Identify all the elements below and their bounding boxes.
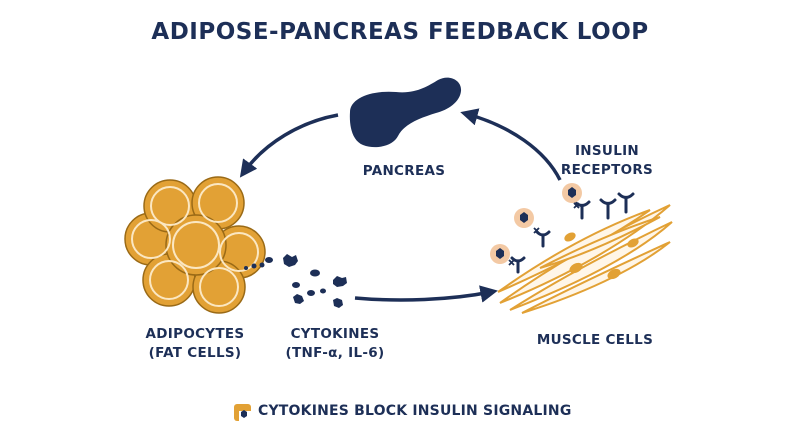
blocked-cytokine-markers-icon [490,183,582,266]
insulin-receptors-icon [510,192,635,274]
muscle-cells-label: MUSCLE CELLS [536,332,654,348]
cytokines-label-line1: CYTOKINES [290,326,380,342]
adipocytes-label: ADIPOCYTES (FAT CELLS) [125,325,265,363]
insulin-receptors-label-line2: RECEPTORS [560,162,654,178]
adipocytes-label-line1: ADIPOCYTES [145,326,245,342]
insulin-receptors-label-line1: INSULIN [574,143,640,159]
arrow-cytokines-to-muscle [354,285,498,303]
adipocytes-label-line2: (FAT CELLS) [148,345,242,361]
pancreas-label: PANCREAS [362,163,446,179]
muscle-cells-icon [497,204,673,314]
legend-text: CYTOKINES BLOCK INSULIN SIGNALING [258,403,572,419]
cytokine-particles-icon [244,254,347,308]
legend-icon [234,404,251,421]
pancreas-icon [349,77,462,148]
arrow-muscle-to-pancreas [460,108,562,181]
adipocytes-icon [124,176,266,314]
insulin-receptors-label: INSULIN RECEPTORS [552,142,662,180]
arrow-pancreas-to-adipocytes [239,113,339,178]
diagram-title: ADIPOSE-PANCREAS FEEDBACK LOOP [151,19,649,45]
cytokines-label-line2: (TNF-α, IL-6) [285,345,385,361]
cytokines-label: CYTOKINES (TNF-α, IL-6) [275,325,395,363]
